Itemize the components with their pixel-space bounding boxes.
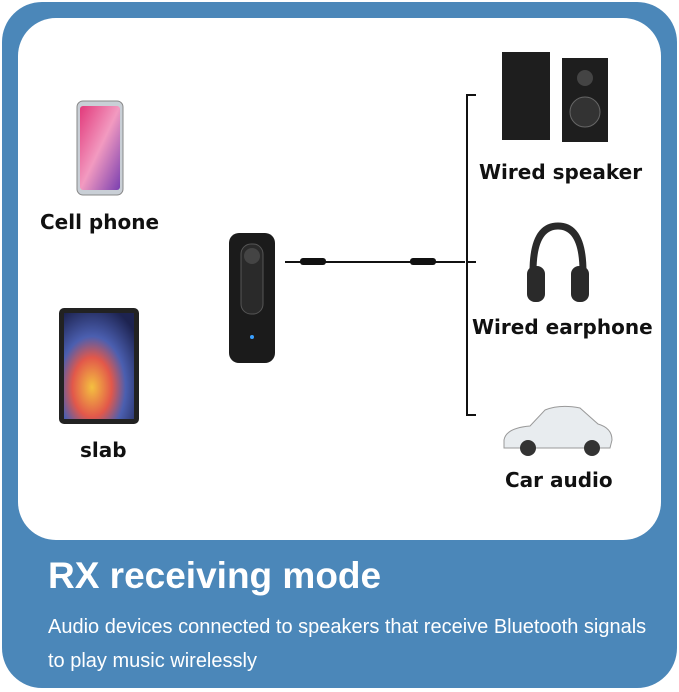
car-audio-label: Car audio <box>505 468 613 492</box>
tablet-label: slab <box>80 438 127 462</box>
diagram-panel <box>18 18 661 540</box>
headphones-icon <box>527 222 589 302</box>
bluetooth-receiver-icon <box>229 233 275 363</box>
audio-cable <box>285 261 465 263</box>
mode-description: Audio devices connected to speakers that… <box>48 616 647 672</box>
bracket-tick <box>466 414 476 416</box>
bracket-tick <box>466 94 476 96</box>
jack-plug-left <box>300 258 326 265</box>
wired-speaker-label: Wired speaker <box>479 160 643 184</box>
wired-earphone-label: Wired earphone <box>472 315 653 339</box>
mode-title: RX receiving mode <box>48 555 382 596</box>
car-icon <box>503 405 613 456</box>
bracket-line <box>466 94 468 416</box>
cell-phone-label: Cell phone <box>40 210 160 234</box>
cell-phone-icon <box>76 100 124 196</box>
tablet-icon <box>59 308 139 424</box>
speaker-icon <box>502 52 608 142</box>
jack-plug-right <box>410 258 436 265</box>
bracket-tick <box>466 261 476 263</box>
